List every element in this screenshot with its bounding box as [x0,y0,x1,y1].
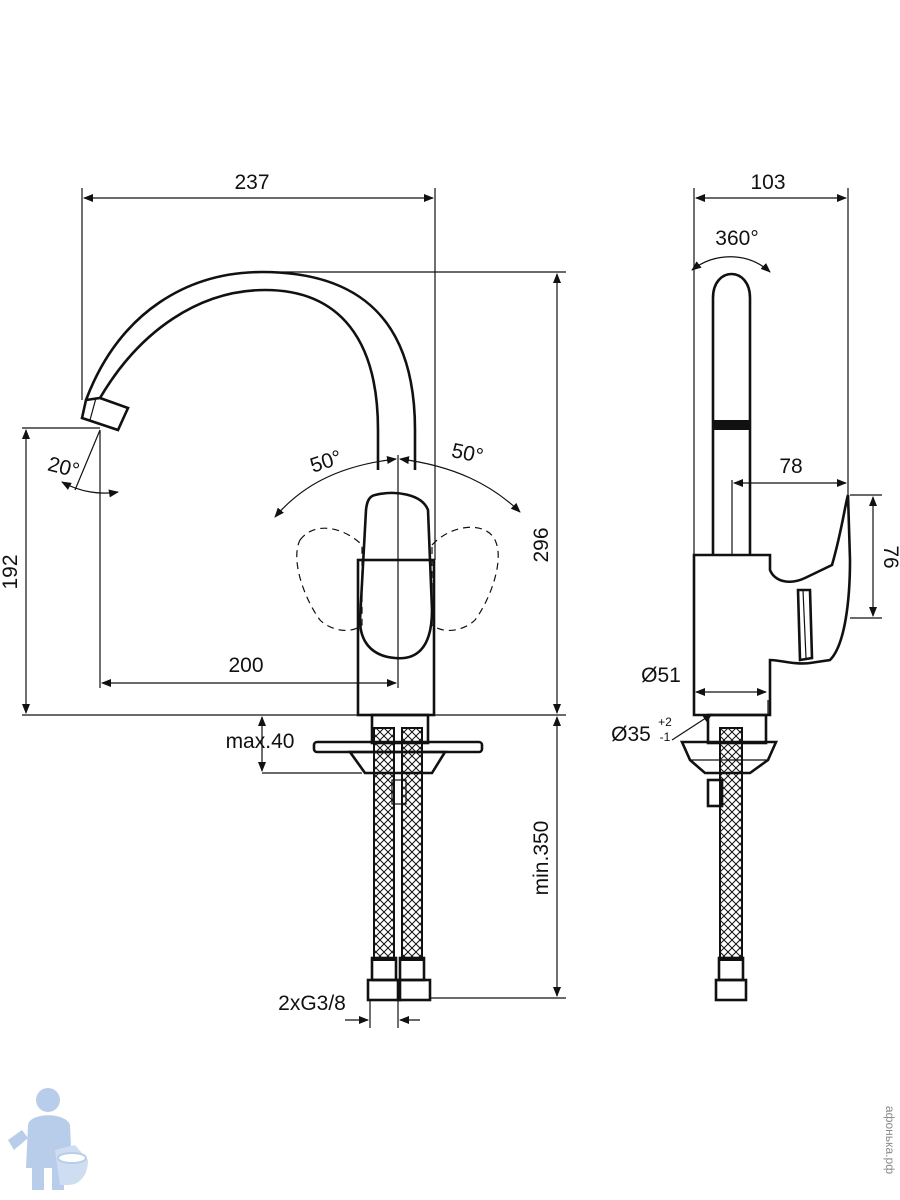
dim-body-diameter: Ø51 [641,664,681,687]
side-view: 103 360° 78 76 Ø51 Ø35 +2 -1 [611,171,900,1002]
dim-spout-height: 192 [0,554,22,589]
dim-hole-tol-plus: +2 [658,715,672,729]
dim-lever-reach: 78 [779,455,802,478]
dim-hole-tol-minus: -1 [660,730,671,744]
side-dimension-lines [671,194,877,741]
dim-hole-diameter: Ø35 [611,723,651,746]
spout [80,270,417,470]
dim-hose-length: min.350 [530,821,553,896]
side-mounting-set [679,713,779,1002]
front-reference-lines [22,188,566,1028]
side-spout [711,272,752,555]
dim-deck-thickness: max.40 [226,730,295,753]
dim-lever-left-angle: 50° [307,446,344,478]
dim-height-total: 296 [530,527,553,562]
dim-spout-reach: 200 [228,654,263,677]
dim-width-total: 237 [234,171,269,194]
dim-connections: 2xG3/8 [278,992,346,1015]
dim-lever-height: 76 [879,545,900,568]
front-view: 237 296 192 200 20° 50° 50° max.40 min.3… [0,171,566,1028]
side-body [692,494,852,717]
plumber-mascot-icon [8,1088,88,1190]
dim-lever-right-angle: 50° [449,439,485,468]
mounting-set [312,713,484,1002]
dim-depth-total: 103 [750,171,785,194]
dim-rotation: 360° [715,227,758,250]
side-reference-lines [693,188,882,715]
dim-spout-angle: 20° [45,453,81,483]
watermark-text: афонька.рф [883,1106,897,1174]
front-dimension-lines [22,194,561,1024]
